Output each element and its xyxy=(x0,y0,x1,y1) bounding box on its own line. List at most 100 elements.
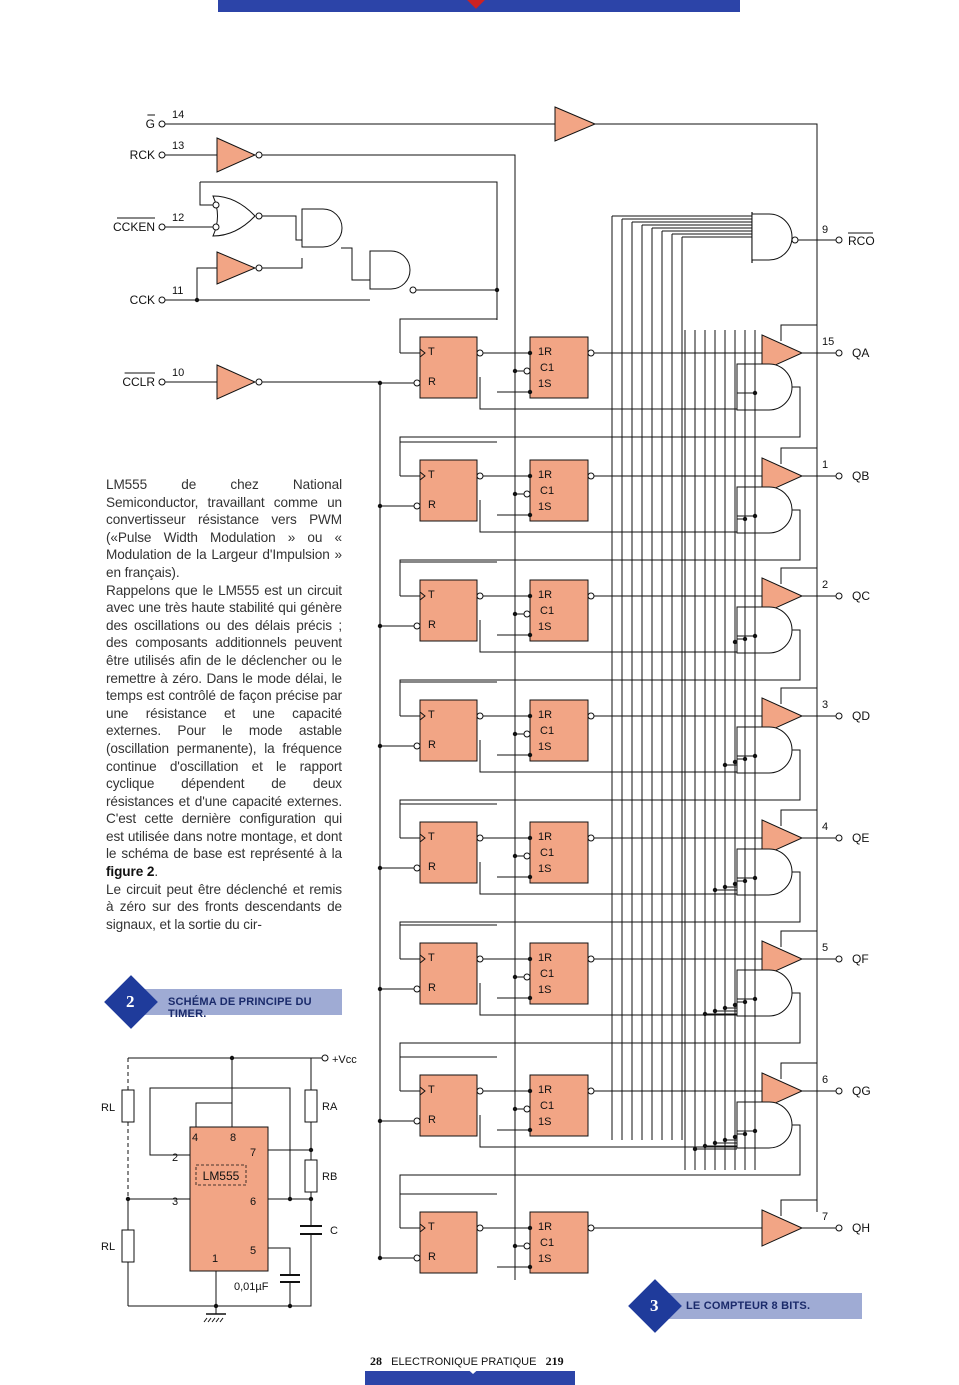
output-pin-5: 5 xyxy=(822,942,828,954)
counter-block-1 xyxy=(419,459,478,522)
counter-t-label: T xyxy=(428,589,435,601)
wire xyxy=(262,154,516,1280)
wire xyxy=(199,182,213,206)
inversion-bubble xyxy=(476,1224,484,1232)
inversion-bubble xyxy=(587,472,595,480)
inversion-bubble xyxy=(587,955,595,963)
chip-name: LM555 xyxy=(203,1169,240,1183)
figure3-caption: 3 LE COMPTEUR 8 BITS. xyxy=(628,1279,862,1333)
output-pin-4: 4 xyxy=(822,821,828,833)
latch-r-label: 1R xyxy=(538,589,552,601)
counter-block-4 xyxy=(419,821,478,884)
inversion-bubble xyxy=(835,1087,843,1095)
input-label-cclr: CCLR xyxy=(122,375,155,389)
junction-dot xyxy=(527,752,533,758)
wire xyxy=(780,1062,817,1079)
wire xyxy=(479,620,737,653)
inversion-bubble xyxy=(476,834,484,842)
output-buffer-3 xyxy=(761,697,804,735)
counter-t-label: T xyxy=(428,1221,435,1233)
c-ctrl-label: 0,01µF xyxy=(234,1281,269,1293)
inversion-bubble xyxy=(255,264,263,272)
lm555-chip xyxy=(189,1126,269,1272)
wire xyxy=(780,930,817,947)
inversion-bubble xyxy=(476,349,484,357)
junction-dot xyxy=(194,297,200,303)
inversion-bubble xyxy=(409,286,417,294)
c-label: C xyxy=(330,1225,338,1237)
pin-6: 6 xyxy=(250,1196,256,1208)
wire xyxy=(262,215,302,241)
wire xyxy=(341,247,370,281)
latch-s-label: 1S xyxy=(538,741,551,753)
inversion-bubble xyxy=(523,730,531,738)
counter-t-label: T xyxy=(428,831,435,843)
junction-dot xyxy=(527,350,533,356)
ground-hatch xyxy=(211,1317,216,1323)
junction-dot xyxy=(512,1243,518,1249)
ra-label: RA xyxy=(322,1101,338,1113)
rl-bottom-label: RL xyxy=(101,1241,115,1253)
figure2-number: 2 xyxy=(126,992,135,1011)
inversion-bubble xyxy=(321,1054,329,1062)
inversion-bubble xyxy=(158,223,166,231)
output-pin-15: 15 xyxy=(822,336,834,348)
input-pin-13: 13 xyxy=(172,140,184,152)
and-gate-enable xyxy=(301,208,343,248)
output-buffer-1 xyxy=(761,457,804,495)
junction-dot xyxy=(527,632,533,638)
inversion-bubble xyxy=(835,472,843,480)
latch-r-label: 1R xyxy=(538,952,552,964)
article-paragraph-1: LM555 de chez National Semiconductor, tr… xyxy=(106,477,342,580)
latch-block-6 xyxy=(529,1074,589,1137)
latch-r-label: 1R xyxy=(538,346,552,358)
counter-r-label: R xyxy=(428,1114,436,1126)
latch-c-label: C1 xyxy=(540,847,554,859)
cck-buffer xyxy=(216,251,257,285)
junction-dot xyxy=(512,611,518,617)
wire xyxy=(780,447,817,464)
inversion-bubble xyxy=(791,236,799,244)
wire xyxy=(262,258,303,269)
junction-dot xyxy=(308,1196,314,1202)
input-pin-12: 12 xyxy=(172,212,184,224)
wire xyxy=(479,862,737,895)
pin-1: 1 xyxy=(212,1253,218,1265)
journal-name: ELECTRONIQUE PRATIQUE xyxy=(391,1356,537,1368)
inversion-bubble xyxy=(523,852,531,860)
output-label-qh: QH xyxy=(852,1221,870,1235)
inversion-bubble xyxy=(587,349,595,357)
output-pin-2: 2 xyxy=(822,579,828,591)
top-color-bar xyxy=(218,0,740,12)
junction-dot xyxy=(527,1225,533,1231)
output-buffer-7 xyxy=(761,1209,804,1247)
junction-dot xyxy=(527,1264,533,1270)
wire xyxy=(780,1199,817,1216)
pin-8: 8 xyxy=(230,1132,236,1144)
clock-triangle xyxy=(419,591,426,601)
output-pin-7: 7 xyxy=(822,1211,828,1223)
junction-dot xyxy=(527,593,533,599)
latch-block-4 xyxy=(529,821,589,884)
inversion-bubble xyxy=(587,1224,595,1232)
inversion-bubble xyxy=(158,378,166,386)
clock-triangle xyxy=(419,954,426,964)
ground-hatch xyxy=(207,1317,212,1323)
counter-block-3 xyxy=(419,699,478,762)
inversion-bubble xyxy=(413,1254,421,1262)
counter-t-label: T xyxy=(428,469,435,481)
article-paragraph-3: Le circuit peut être déclenché et remis … xyxy=(106,881,342,932)
wire xyxy=(479,500,737,533)
carry-and-5 xyxy=(736,969,793,1017)
counter-r-label: R xyxy=(428,376,436,388)
figure3-labels: G14RCK13CCKEN12CCK11CCLR10TR1RC11SQA15TR… xyxy=(113,109,875,1265)
inversion-bubble xyxy=(212,223,220,231)
inversion-bubble xyxy=(413,502,421,510)
inversion-bubble xyxy=(158,296,166,304)
inversion-bubble xyxy=(476,955,484,963)
latch-block-7 xyxy=(529,1211,589,1274)
pin-3: 3 xyxy=(172,1196,178,1208)
carry-and-3 xyxy=(736,726,793,774)
latch-s-label: 1S xyxy=(538,501,551,513)
